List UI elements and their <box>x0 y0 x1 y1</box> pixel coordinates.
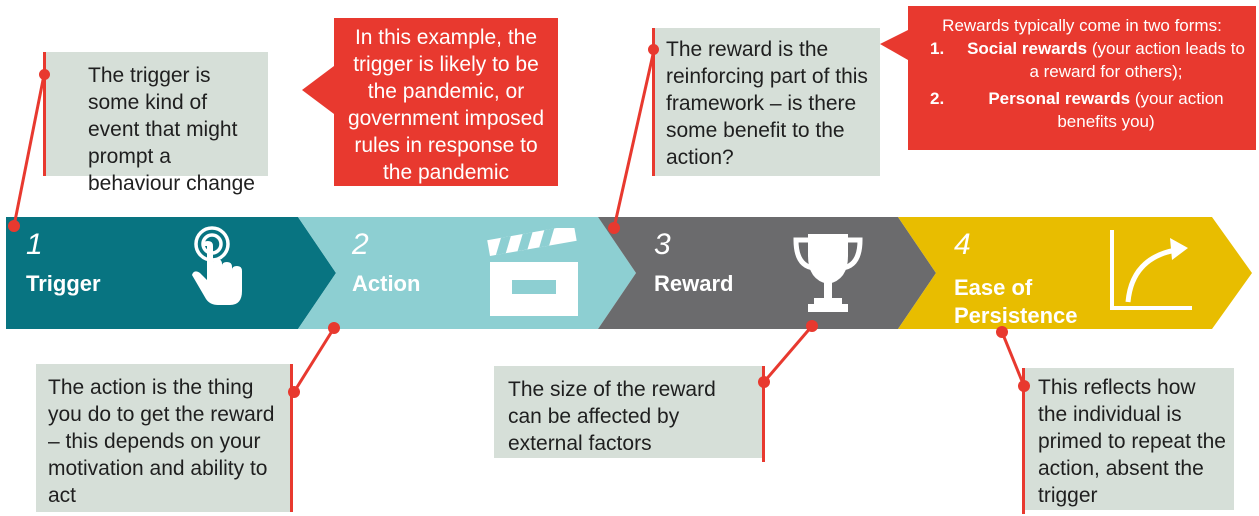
trigger-example-pointer <box>302 66 334 114</box>
persistence-note: This reflects how the individual is prim… <box>1022 368 1234 510</box>
reward-leader-line <box>652 28 655 176</box>
step-4-number: 4 <box>954 228 971 261</box>
rewards-item-1-num: 1. <box>930 39 945 58</box>
step-3-chevron <box>598 217 936 329</box>
reward-size-connector <box>758 320 818 388</box>
persistence-note-text: This reflects how the individual is prim… <box>1038 376 1226 507</box>
trigger-example-text: In this example, the trigger is likely t… <box>347 26 545 184</box>
rewards-intro: Rewards typically come in two forms: <box>942 16 1222 35</box>
step-4-label-line1: Ease of <box>954 275 1033 300</box>
trigger-leader-dot <box>39 69 50 80</box>
reward-size-note-text: The size of the reward can be affected b… <box>508 378 716 455</box>
tap-hand-icon <box>192 226 242 305</box>
reward-connector <box>608 49 656 234</box>
step-1-label: Trigger <box>26 271 101 296</box>
reward-note: The reward is the reinforcing part of th… <box>652 28 880 176</box>
reward-size-note: The size of the reward can be affected b… <box>494 366 762 458</box>
rewards-item-1-rest: (your action leads to a reward for other… <box>1029 39 1245 81</box>
rewards-item-2-num: 2. <box>930 89 945 108</box>
step-1-chevron <box>6 217 336 329</box>
rewards-item-1-bold: Social rewards <box>967 39 1088 58</box>
trophy-icon <box>793 234 863 312</box>
clapperboard-icon <box>487 228 578 316</box>
step-2-label: Action <box>352 271 421 296</box>
rewards-forms-pointer <box>880 30 908 60</box>
trigger-note: The trigger is some kind of event that m… <box>44 52 268 195</box>
step-4-label-line2: Persistence <box>954 303 1078 328</box>
step-4-chevron <box>898 217 1252 329</box>
trigger-note-text: The trigger is some kind of event that m… <box>88 64 255 195</box>
rewards-item-2: 2. Personal rewards (your action benefit… <box>916 87 1248 133</box>
step-2-number: 2 <box>352 228 369 261</box>
reward-size-leader-line <box>762 366 765 462</box>
persistence-leader-line <box>1022 368 1025 514</box>
reward-leader-dot <box>648 44 659 55</box>
trigger-connector <box>8 74 46 232</box>
rewards-item-2-bold: Personal rewards <box>988 89 1131 108</box>
action-connector <box>288 322 340 398</box>
action-leader-line <box>290 364 293 512</box>
rewards-item-2-rest: (your action benefits you) <box>1057 89 1224 131</box>
action-note: The action is the thing you do to get th… <box>36 364 290 512</box>
reward-note-text: The reward is the reinforcing part of th… <box>666 38 868 169</box>
step-3-number: 3 <box>654 228 671 261</box>
step-1-number: 1 <box>26 228 43 261</box>
step-3-label: Reward <box>654 271 734 296</box>
persistence-connector <box>996 326 1030 392</box>
trigger-example-callout: In this example, the trigger is likely t… <box>334 18 558 186</box>
action-note-text: The action is the thing you do to get th… <box>48 376 275 507</box>
step-2-chevron <box>298 217 636 329</box>
rewards-item-1: 1. Social rewards (your action leads to … <box>916 37 1248 83</box>
trigger-leader-line <box>43 52 46 176</box>
rewards-forms-callout: Rewards typically come in two forms: 1. … <box>908 6 1256 150</box>
rising-curve-icon <box>1110 230 1192 310</box>
